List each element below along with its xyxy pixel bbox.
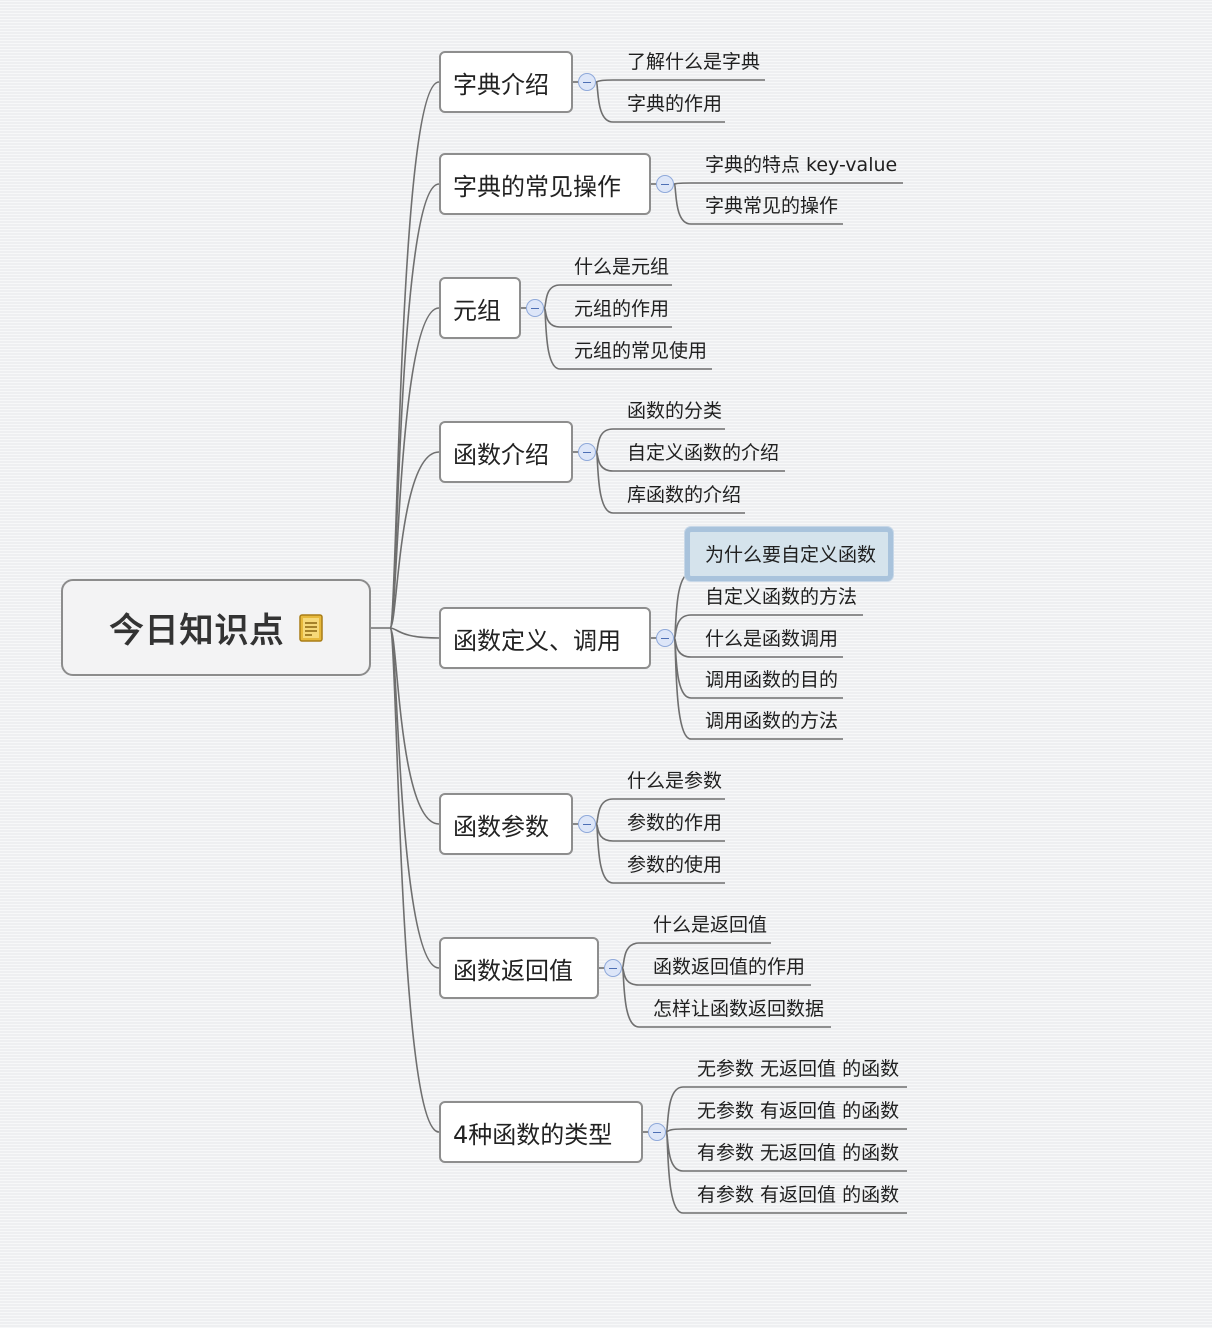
leaf-topic[interactable]: 了解什么是字典 bbox=[627, 51, 761, 73]
selected-topic-highlight bbox=[685, 527, 893, 581]
leaf-topic[interactable]: 参数的作用 bbox=[627, 812, 723, 834]
leaf-topic[interactable]: 什么是元组 bbox=[574, 256, 670, 278]
connector-line bbox=[673, 183, 692, 225]
leaf-topic[interactable]: 调用函数的目的 bbox=[705, 669, 839, 691]
collapse-toggle-icon[interactable] bbox=[526, 299, 544, 317]
branch-topic-label: 元组 bbox=[453, 296, 501, 325]
branch-topic-label: 4种函数的类型 bbox=[453, 1120, 613, 1149]
connector-line bbox=[665, 1086, 684, 1133]
connector-line bbox=[621, 967, 640, 986]
branch-topic[interactable]: 字典介绍 bbox=[439, 51, 573, 113]
connector-line bbox=[543, 307, 561, 370]
branch-topic[interactable]: 函数参数 bbox=[439, 793, 573, 855]
collapse-toggle-icon[interactable] bbox=[648, 1123, 666, 1141]
branch-topic-label: 函数定义、调用 bbox=[453, 626, 621, 655]
leaf-topic[interactable]: 字典的作用 bbox=[627, 93, 723, 115]
collapse-toggle-icon[interactable] bbox=[656, 629, 674, 647]
leaf-topic[interactable]: 函数返回值的作用 bbox=[653, 956, 806, 978]
leaf-topic[interactable]: 什么是函数调用 bbox=[705, 628, 839, 650]
connector-line bbox=[621, 967, 640, 1028]
branch-topic[interactable]: 4种函数的类型 bbox=[439, 1101, 643, 1163]
leaf-topic[interactable]: 参数的使用 bbox=[627, 854, 723, 876]
leaf-topic[interactable]: 元组的常见使用 bbox=[574, 340, 708, 362]
connector-line bbox=[543, 284, 561, 309]
connector-line bbox=[389, 307, 440, 629]
branch-topic[interactable]: 字典的常见操作 bbox=[439, 153, 651, 215]
collapse-toggle-icon[interactable] bbox=[578, 443, 596, 461]
connector-line bbox=[389, 451, 440, 629]
connector-line bbox=[595, 451, 614, 514]
leaf-topic[interactable]: 无参数 有返回值 的函数 bbox=[697, 1100, 900, 1122]
note-icon[interactable] bbox=[298, 613, 323, 642]
connector-line bbox=[389, 627, 440, 639]
root-topic-label: 今日知识点 bbox=[109, 611, 285, 651]
branch-topic[interactable]: 函数定义、调用 bbox=[439, 607, 651, 669]
collapse-toggle-icon[interactable] bbox=[656, 175, 674, 193]
leaf-topic[interactable]: 什么是返回值 bbox=[653, 914, 768, 936]
connector-line bbox=[621, 942, 640, 969]
branch-topic[interactable]: 函数返回值 bbox=[439, 937, 599, 999]
leaf-topic-selected[interactable]: 为什么要自定义函数 bbox=[705, 544, 877, 566]
collapse-toggle-icon[interactable] bbox=[578, 815, 596, 833]
branch-topic-label: 字典介绍 bbox=[453, 70, 549, 99]
connector-line bbox=[595, 428, 614, 453]
branch-topic-label: 函数参数 bbox=[453, 812, 549, 841]
leaf-topic[interactable]: 字典的特点 key-value bbox=[705, 154, 898, 176]
root-topic[interactable]: 今日知识点 bbox=[61, 579, 371, 676]
connector-line bbox=[595, 823, 614, 842]
leaf-topic[interactable]: 字典常见的操作 bbox=[705, 195, 839, 217]
leaf-topic[interactable]: 怎样让函数返回数据 bbox=[653, 998, 825, 1020]
leaf-topic[interactable]: 自定义函数的方法 bbox=[705, 586, 858, 608]
collapse-toggle-icon[interactable] bbox=[578, 73, 596, 91]
connector-line bbox=[389, 183, 440, 629]
branch-topic-label: 函数介绍 bbox=[453, 440, 549, 469]
connector-line bbox=[673, 637, 692, 740]
leaf-topic[interactable]: 元组的作用 bbox=[574, 298, 670, 320]
leaf-topic[interactable]: 库函数的介绍 bbox=[627, 484, 742, 506]
branch-topic[interactable]: 元组 bbox=[439, 277, 521, 339]
connector-line bbox=[665, 1131, 684, 1214]
connector-line bbox=[595, 79, 614, 83]
collapse-toggle-icon[interactable] bbox=[604, 959, 622, 977]
leaf-topic[interactable]: 函数的分类 bbox=[627, 400, 723, 422]
connector-line bbox=[665, 1128, 684, 1133]
connector-line bbox=[389, 627, 440, 1133]
leaf-topic[interactable]: 什么是参数 bbox=[627, 770, 723, 792]
leaf-topic[interactable]: 有参数 无返回值 的函数 bbox=[697, 1142, 900, 1164]
leaf-topic[interactable]: 无参数 无返回值 的函数 bbox=[697, 1058, 900, 1080]
connector-line bbox=[595, 798, 614, 825]
leaf-topic[interactable]: 调用函数的方法 bbox=[705, 710, 839, 732]
leaf-topic[interactable]: 自定义函数的介绍 bbox=[627, 442, 780, 464]
connector-line bbox=[673, 614, 692, 639]
connector-line bbox=[673, 182, 692, 185]
branch-topic[interactable]: 函数介绍 bbox=[439, 421, 573, 483]
leaf-topic[interactable]: 有参数 有返回值 的函数 bbox=[697, 1184, 900, 1206]
connector-line bbox=[595, 81, 614, 123]
connector-line bbox=[595, 823, 614, 884]
branch-topic-label: 函数返回值 bbox=[453, 956, 573, 985]
branch-topic-label: 字典的常见操作 bbox=[453, 172, 621, 201]
